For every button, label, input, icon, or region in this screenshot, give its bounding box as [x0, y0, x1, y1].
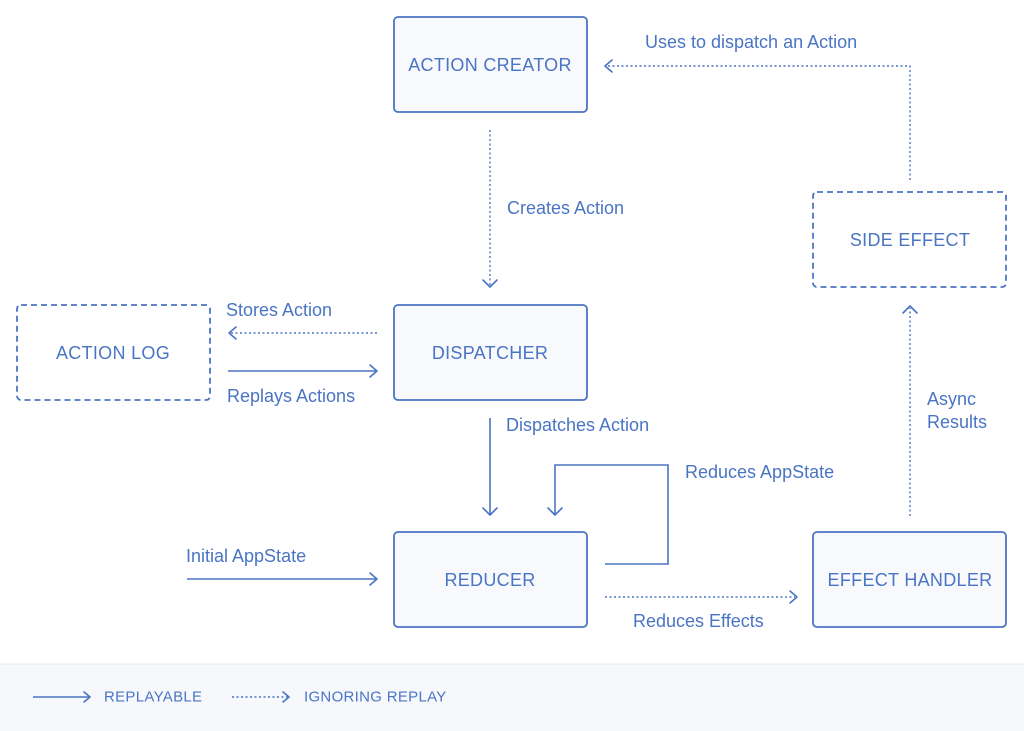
- arrowhead-left-icon: [228, 326, 237, 340]
- edge-label-initial-appstate: Initial AppState: [186, 546, 306, 566]
- arrowhead-up-icon: [902, 305, 918, 314]
- edge-creates-action: Creates Action: [482, 130, 624, 288]
- effect-handler-label: EFFECT HANDLER: [828, 570, 993, 590]
- side-effect-label: SIDE EFFECT: [850, 230, 970, 250]
- reducer-label: REDUCER: [444, 570, 535, 590]
- arrowhead-down-icon: [482, 507, 498, 516]
- arrowhead-left-icon: [604, 59, 613, 73]
- edge-label-creates-action: Creates Action: [507, 198, 624, 218]
- edge-label-stores-action: Stores Action: [226, 300, 332, 320]
- action-creator-box: [393, 16, 588, 113]
- dispatcher-label: DISPATCHER: [432, 343, 548, 363]
- side-effect-box: [812, 191, 1007, 288]
- legend: REPLAYABLE IGNORING REPLAY: [0, 663, 1024, 731]
- arrowhead-right-icon: [282, 691, 290, 703]
- edge-dispatches-action: Dispatches Action: [482, 415, 649, 516]
- edge-label-async-results-line2: Results: [927, 412, 987, 432]
- arrowhead-down-icon: [482, 279, 498, 288]
- dispatcher-box: [393, 304, 588, 401]
- edge-uses-to-dispatch: Uses to dispatch an Action: [604, 32, 911, 180]
- action-log-label: ACTION LOG: [56, 343, 170, 363]
- edge-label-async-results-line1: Async: [927, 389, 976, 409]
- edge-reduces-appstate: Reduces AppState: [547, 462, 834, 565]
- node-action-log: ACTION LOG: [16, 304, 211, 401]
- node-dispatcher: DISPATCHER: [393, 304, 588, 401]
- edge-reduces-appstate-line: [554, 464, 669, 565]
- legend-label-ignoring-replay: IGNORING REPLAY: [304, 689, 447, 706]
- arrowhead-right-icon: [369, 572, 378, 586]
- edge-label-uses-to-dispatch: Uses to dispatch an Action: [645, 32, 857, 52]
- edge-label-reduces-effects: Reduces Effects: [633, 611, 764, 631]
- node-side-effect: SIDE EFFECT: [812, 191, 1007, 288]
- edge-label-replays-actions: Replays Actions: [227, 386, 355, 406]
- edge-async-results: Async Results: [902, 305, 987, 516]
- arrowhead-down-icon: [547, 507, 563, 516]
- legend-background: [0, 664, 1024, 731]
- action-creator-label: ACTION CREATOR: [408, 55, 572, 75]
- edge-label-dispatches-action: Dispatches Action: [506, 415, 649, 435]
- arrowhead-right-icon: [789, 590, 798, 604]
- edge-initial-appstate: Initial AppState: [186, 546, 378, 586]
- edge-label-reduces-appstate: Reduces AppState: [685, 462, 834, 482]
- arrowhead-right-icon: [83, 691, 91, 703]
- legend-item-replayable: REPLAYABLE: [33, 689, 202, 706]
- reducer-box: [393, 531, 588, 628]
- edge-replays-actions: Replays Actions: [227, 364, 378, 406]
- legend-label-replayable: REPLAYABLE: [104, 689, 202, 706]
- node-effect-handler: EFFECT HANDLER: [812, 531, 1007, 628]
- edge-reduces-effects: Reduces Effects: [605, 590, 798, 631]
- effect-handler-box: [812, 531, 1007, 628]
- arrowhead-right-icon: [369, 364, 378, 378]
- edge-uses-to-dispatch-line: [606, 65, 911, 180]
- action-log-box: [16, 304, 211, 401]
- edge-stores-action: Stores Action: [226, 300, 377, 340]
- node-reducer: REDUCER: [393, 531, 588, 628]
- node-action-creator: ACTION CREATOR: [393, 16, 588, 113]
- legend-item-ignoring-replay: IGNORING REPLAY: [232, 689, 447, 706]
